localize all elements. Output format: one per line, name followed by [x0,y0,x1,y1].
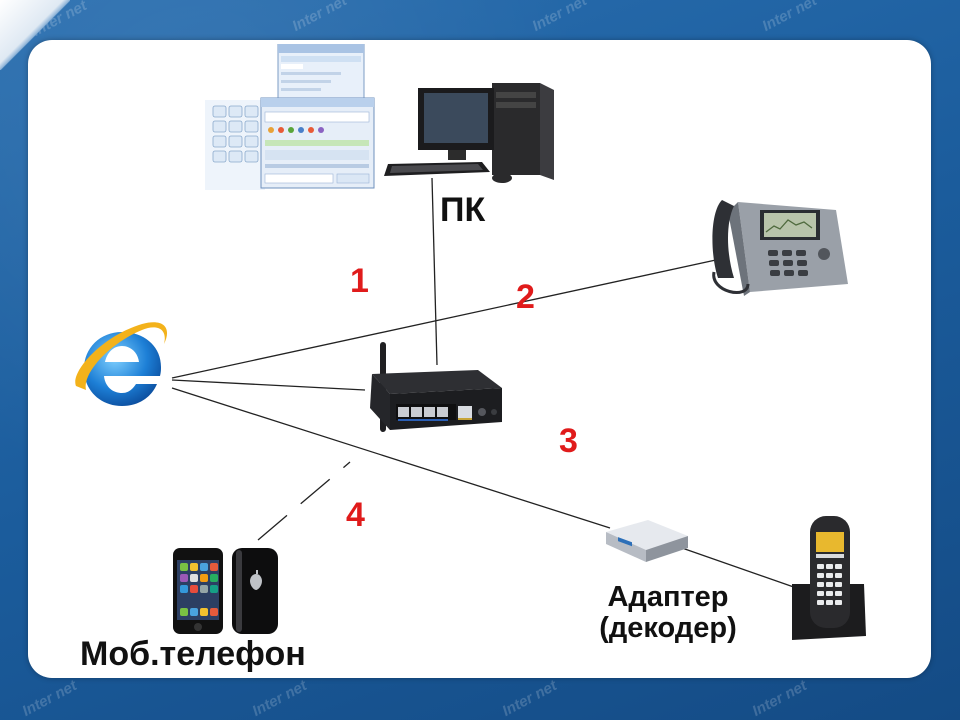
internet-explorer-icon [72,314,172,414]
pc-label: ПК [440,191,486,229]
connection-number-4: 4 [346,496,365,534]
link-ie-adapter [171,387,611,529]
link-adapter-dect [681,547,809,593]
connection-number-2: 2 [516,278,535,316]
adapter-label: Адаптер (декодер) [599,581,737,645]
router-icon [356,342,506,438]
softphone-window-icon [205,43,375,190]
wifi-link-router-mobile [257,461,351,541]
connection-number-3: 3 [559,422,578,460]
desktop-pc-icon [382,78,562,188]
dect-phone-icon [788,514,868,644]
voip-adapter-icon [604,518,690,564]
connection-number-1: 1 [350,262,369,300]
ip-desk-phone-icon [708,192,852,302]
mobile-phone-label: Моб.телефон [80,635,306,673]
link-ie-ip-phone [171,257,726,379]
link-pc-router [431,177,438,366]
link-ie-router [171,379,366,391]
smartphone-icon [172,546,282,636]
